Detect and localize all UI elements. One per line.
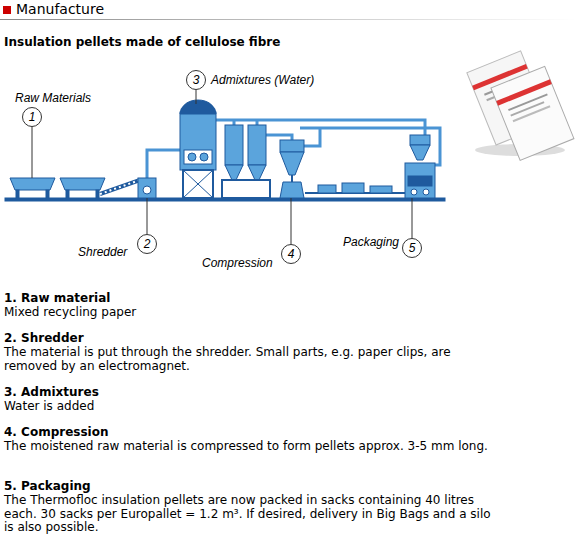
step-text: Water is added bbox=[4, 400, 496, 414]
callout-circle: 4Compression bbox=[281, 244, 301, 264]
callout-label: Admixtures (Water) bbox=[211, 73, 314, 87]
step-heading: 2. Shredder bbox=[4, 332, 496, 346]
callout-circle: 5Packaging bbox=[402, 238, 422, 258]
product-sacks bbox=[467, 51, 574, 160]
callout-circle: 1Raw Materials bbox=[22, 107, 42, 127]
step-heading: 4. Compression bbox=[4, 426, 496, 440]
step-heading: 5. Packaging bbox=[4, 480, 496, 494]
callout-label: Raw Materials bbox=[15, 91, 91, 105]
callout-number: 4 bbox=[282, 245, 300, 263]
header-rule bbox=[0, 19, 576, 20]
machinery bbox=[5, 100, 445, 201]
callout-label: Packaging bbox=[343, 235, 399, 249]
step-text: Mixed recycling paper bbox=[4, 306, 496, 320]
callout-number: 3 bbox=[187, 71, 205, 89]
step-heading: 1. Raw material bbox=[4, 292, 496, 306]
step-text: The Thermofloc insulation pellets are no… bbox=[4, 494, 496, 535]
callout-circle: 3Admixtures (Water) bbox=[186, 70, 206, 90]
leader-lines bbox=[32, 90, 412, 244]
step-text: The material is put through the shredder… bbox=[4, 346, 496, 373]
callout-label: Shredder bbox=[78, 245, 127, 259]
callout-number: 5 bbox=[403, 239, 421, 257]
title-bullet bbox=[3, 6, 11, 14]
callout-number: 2 bbox=[138, 235, 156, 253]
callout-circle: 2Shredder bbox=[137, 234, 157, 254]
callout-number: 1 bbox=[23, 108, 41, 126]
page-title: Manufacture bbox=[16, 1, 104, 17]
callout-label: Compression bbox=[202, 256, 273, 270]
subtitle: Insulation pellets made of cellulose fib… bbox=[4, 36, 496, 50]
step-text: The moistened raw material is compressed… bbox=[4, 440, 496, 454]
step-heading: 3. Admixtures bbox=[4, 386, 496, 400]
